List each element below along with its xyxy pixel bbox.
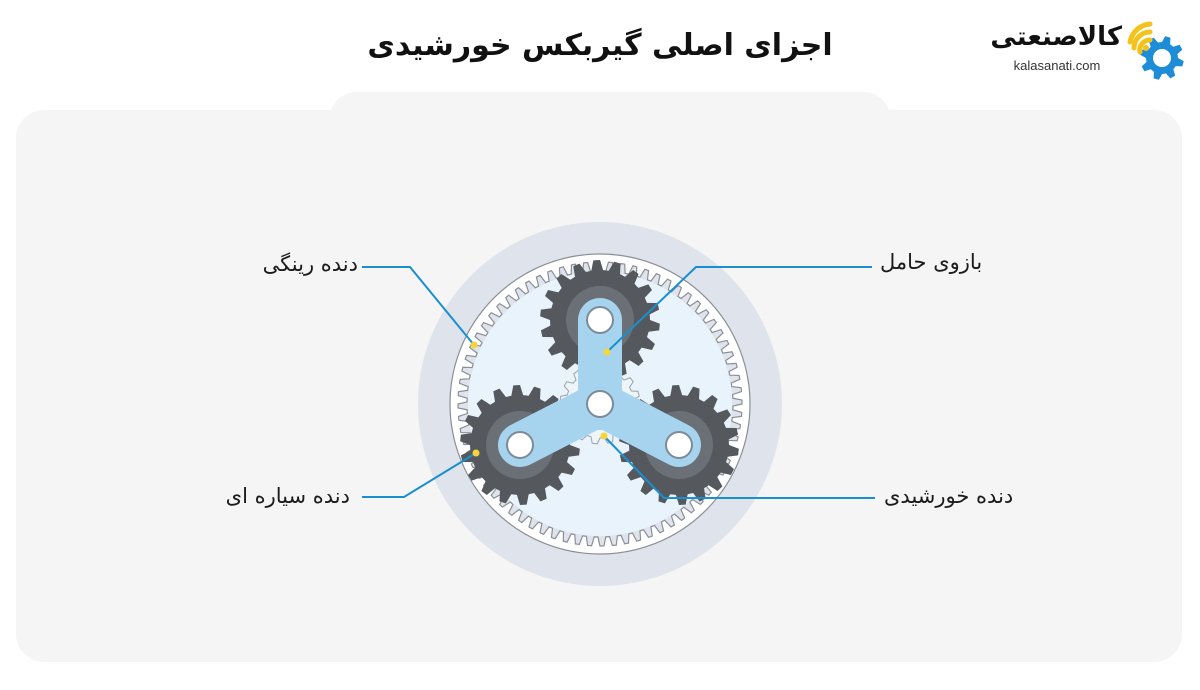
planet-gear-leader-line	[362, 452, 477, 498]
carrier-arm-pointer-dot	[603, 348, 611, 356]
logo-name: کالاصنعتی	[990, 22, 1122, 52]
planet-gear-pointer-dot	[472, 449, 480, 457]
logo-domain: kalasanati.com	[1013, 58, 1101, 73]
gear-wifi-icon	[1127, 21, 1184, 80]
carrier-arm-leader-line	[606, 266, 872, 353]
carrier-center-pin	[586, 390, 614, 418]
planet-pin-top	[586, 306, 614, 334]
ring-gear-pointer-dot	[470, 341, 478, 349]
ring-gear	[449, 253, 751, 555]
sun-gear-label: دنده خورشیدی	[884, 484, 1014, 508]
ring-gear-label: دنده رینگی	[262, 252, 358, 276]
planet-pin-right	[665, 431, 693, 459]
sun-gear-pointer-dot	[600, 432, 608, 440]
carrier-arm-label: بازوی حامل	[880, 250, 983, 274]
page-title: اجزای اصلی گیربکس خورشیدی	[367, 28, 833, 63]
site-logo[interactable]: کالاصنعتی kalasanati.com	[990, 18, 1192, 82]
planet-pin-left	[506, 431, 534, 459]
ring-gear-leader-line	[362, 266, 475, 346]
sun-gear-leader-line	[603, 435, 875, 499]
planet-gear-label: دنده سیاره ای	[225, 484, 350, 508]
